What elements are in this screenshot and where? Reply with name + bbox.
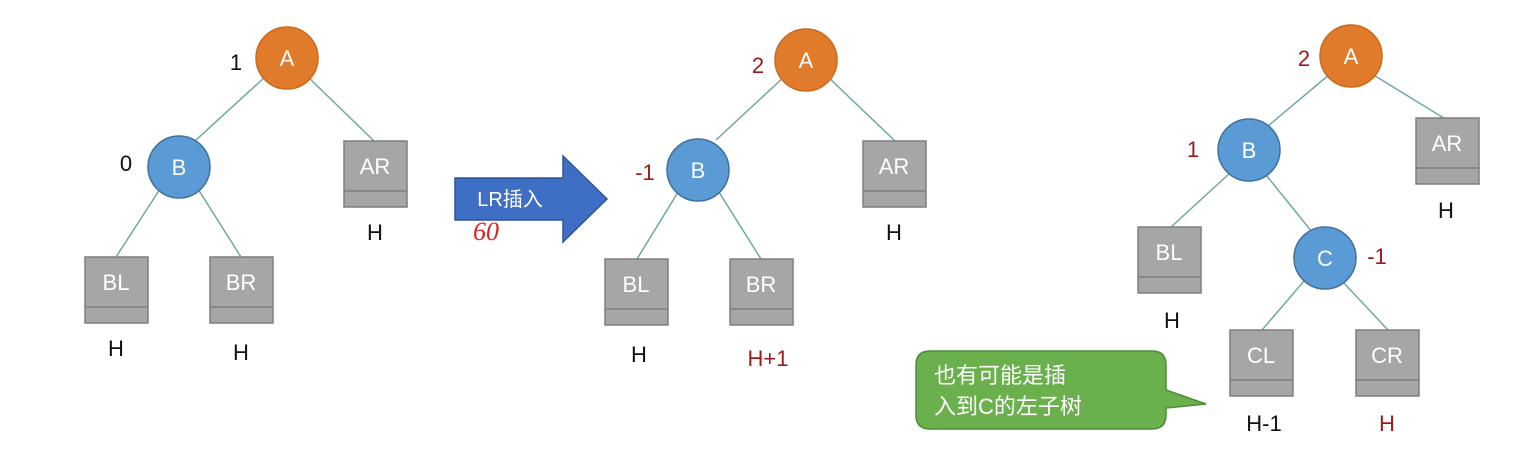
subtree-bl-height: H <box>1164 308 1180 333</box>
node-b-label: B <box>691 158 706 183</box>
subtree-cr <box>1355 329 1420 397</box>
subtree-br-label: BR <box>226 270 257 295</box>
subtree-ar-label: AR <box>1432 131 1463 156</box>
node-b-balance: -1 <box>635 160 655 185</box>
right-arrow-icon <box>454 154 609 244</box>
callout-line-1: 也有可能是插 <box>934 363 1066 388</box>
subtree-br-label: BR <box>746 272 777 297</box>
node-a <box>774 28 838 92</box>
subtree-br-height: H+1 <box>748 346 789 371</box>
subtree-ar <box>343 140 408 208</box>
subtree-bl <box>1137 226 1202 294</box>
subtree-bl-label: BL <box>1156 240 1183 265</box>
node-a-balance: 2 <box>1298 46 1310 71</box>
callout-line-2: 入到C的左子树 <box>934 394 1082 419</box>
tree-2: A 2 B -1 AR H BL H BR H+1 <box>604 28 927 371</box>
edge-b-bl <box>115 188 161 258</box>
edge-a-ar <box>306 75 375 142</box>
subtree-bl-label: BL <box>623 272 650 297</box>
subtree-cl-label: CL <box>1247 343 1275 368</box>
tree-1: A 1 B 0 AR H BL H BR H <box>84 26 408 365</box>
subtree-bl-height: H <box>108 336 124 361</box>
subtree-cl-height: H-1 <box>1246 411 1281 436</box>
node-b-balance: 0 <box>120 151 132 176</box>
arrow-label: LR插入 <box>477 188 543 211</box>
edge-a-b <box>195 75 267 141</box>
edge-b-br <box>197 188 242 258</box>
subtree-cl <box>1229 329 1294 397</box>
node-a-balance: 2 <box>752 53 764 78</box>
transition-arrow: LR插入 60 <box>454 154 609 246</box>
edge-a-b <box>715 75 786 141</box>
edge-b-c <box>1265 174 1313 233</box>
node-a <box>255 26 319 90</box>
subtree-ar <box>1415 117 1480 185</box>
node-b-label: B <box>172 155 187 180</box>
subtree-br <box>209 256 274 324</box>
subtree-ar-height: H <box>367 220 383 245</box>
edge-a-ar <box>1371 73 1448 121</box>
node-a-balance: 1 <box>230 50 242 75</box>
node-a <box>1319 24 1383 88</box>
node-c <box>1293 226 1357 290</box>
subtree-cr-label: CR <box>1371 343 1403 368</box>
edge-c-cl <box>1261 280 1305 331</box>
subtree-bl <box>84 256 149 324</box>
node-b-label: B <box>1242 138 1257 163</box>
edge-b-bl <box>1169 172 1231 229</box>
node-a-label: A <box>280 46 295 71</box>
node-c-balance: -1 <box>1367 244 1387 269</box>
subtree-br-height: H <box>233 340 249 365</box>
subtree-ar-height: H <box>1438 198 1454 223</box>
subtree-cr-height: H <box>1379 411 1395 436</box>
subtree-ar <box>862 140 927 208</box>
subtree-bl <box>604 258 669 326</box>
speech-bubble-icon <box>915 350 1207 430</box>
edge-b-bl <box>636 188 681 260</box>
node-b <box>1217 118 1281 182</box>
subtree-bl-height: H <box>631 342 647 367</box>
subtree-ar-height: H <box>886 220 902 245</box>
node-c-label: C <box>1317 246 1333 271</box>
node-a-label: A <box>1344 44 1359 69</box>
node-b-balance: 1 <box>1187 137 1199 162</box>
callout-bubble: 也有可能是插 入到C的左子树 <box>915 350 1207 430</box>
node-b <box>147 135 211 199</box>
subtree-bl-label: BL <box>103 270 130 295</box>
subtree-ar-label: AR <box>879 154 910 179</box>
handwritten-scribble: 60 <box>473 217 499 246</box>
edge-a-b <box>1267 73 1331 127</box>
subtree-ar-label: AR <box>360 154 391 179</box>
subtree-br <box>729 258 794 326</box>
edge-b-br <box>716 188 762 260</box>
edge-c-cr <box>1341 280 1389 331</box>
node-a-label: A <box>799 48 814 73</box>
edge-a-ar <box>826 75 896 142</box>
node-b <box>666 138 730 202</box>
tree-3: A 2 B 1 C -1 AR H BL H CL H-1 CR H <box>1137 24 1480 436</box>
